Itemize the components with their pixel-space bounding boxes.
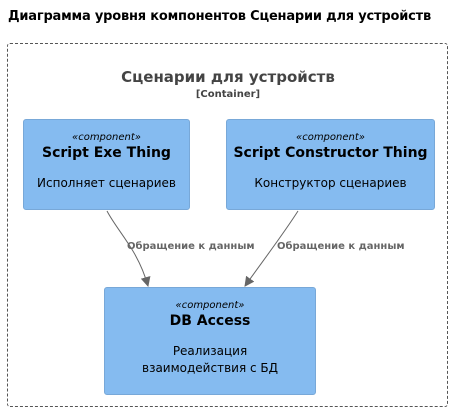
boundary-title: Сценарии для устройств	[121, 68, 335, 86]
component-script-exe-thing[interactable]: «component» Script Exe Thing Исполняет с…	[23, 119, 190, 210]
relation-label-exe-db: Обращение к данным	[127, 241, 255, 252]
relation-arrow-exe-db	[106, 210, 151, 287]
component-name: Script Constructor Thing	[233, 145, 428, 161]
relation-arrow-constructor-db	[244, 210, 299, 287]
relation-label-constructor-db: Обращение к данным	[277, 241, 405, 252]
component-script-constructor-thing[interactable]: «component» Script Constructor Thing Кон…	[226, 119, 435, 210]
component-stereotype: «component»	[296, 132, 365, 143]
component-stereotype: «component»	[175, 300, 245, 311]
component-db-access[interactable]: «component» DB Access Реализация взаимод…	[104, 287, 316, 395]
component-description: Исполняет сценариев	[37, 176, 176, 190]
component-stereotype: «component»	[72, 132, 141, 143]
component-name: Script Exe Thing	[42, 145, 171, 161]
component-name: DB Access	[169, 313, 251, 329]
boundary-type-label: [Container]	[195, 89, 261, 100]
component-description: Конструктор сценариев	[254, 176, 407, 190]
container-boundary	[7, 43, 448, 407]
diagram-title: Диаграмма уровня компонентов Сценарии дл…	[8, 9, 431, 24]
component-description: Реализация взаимодействия с БД	[142, 344, 278, 375]
